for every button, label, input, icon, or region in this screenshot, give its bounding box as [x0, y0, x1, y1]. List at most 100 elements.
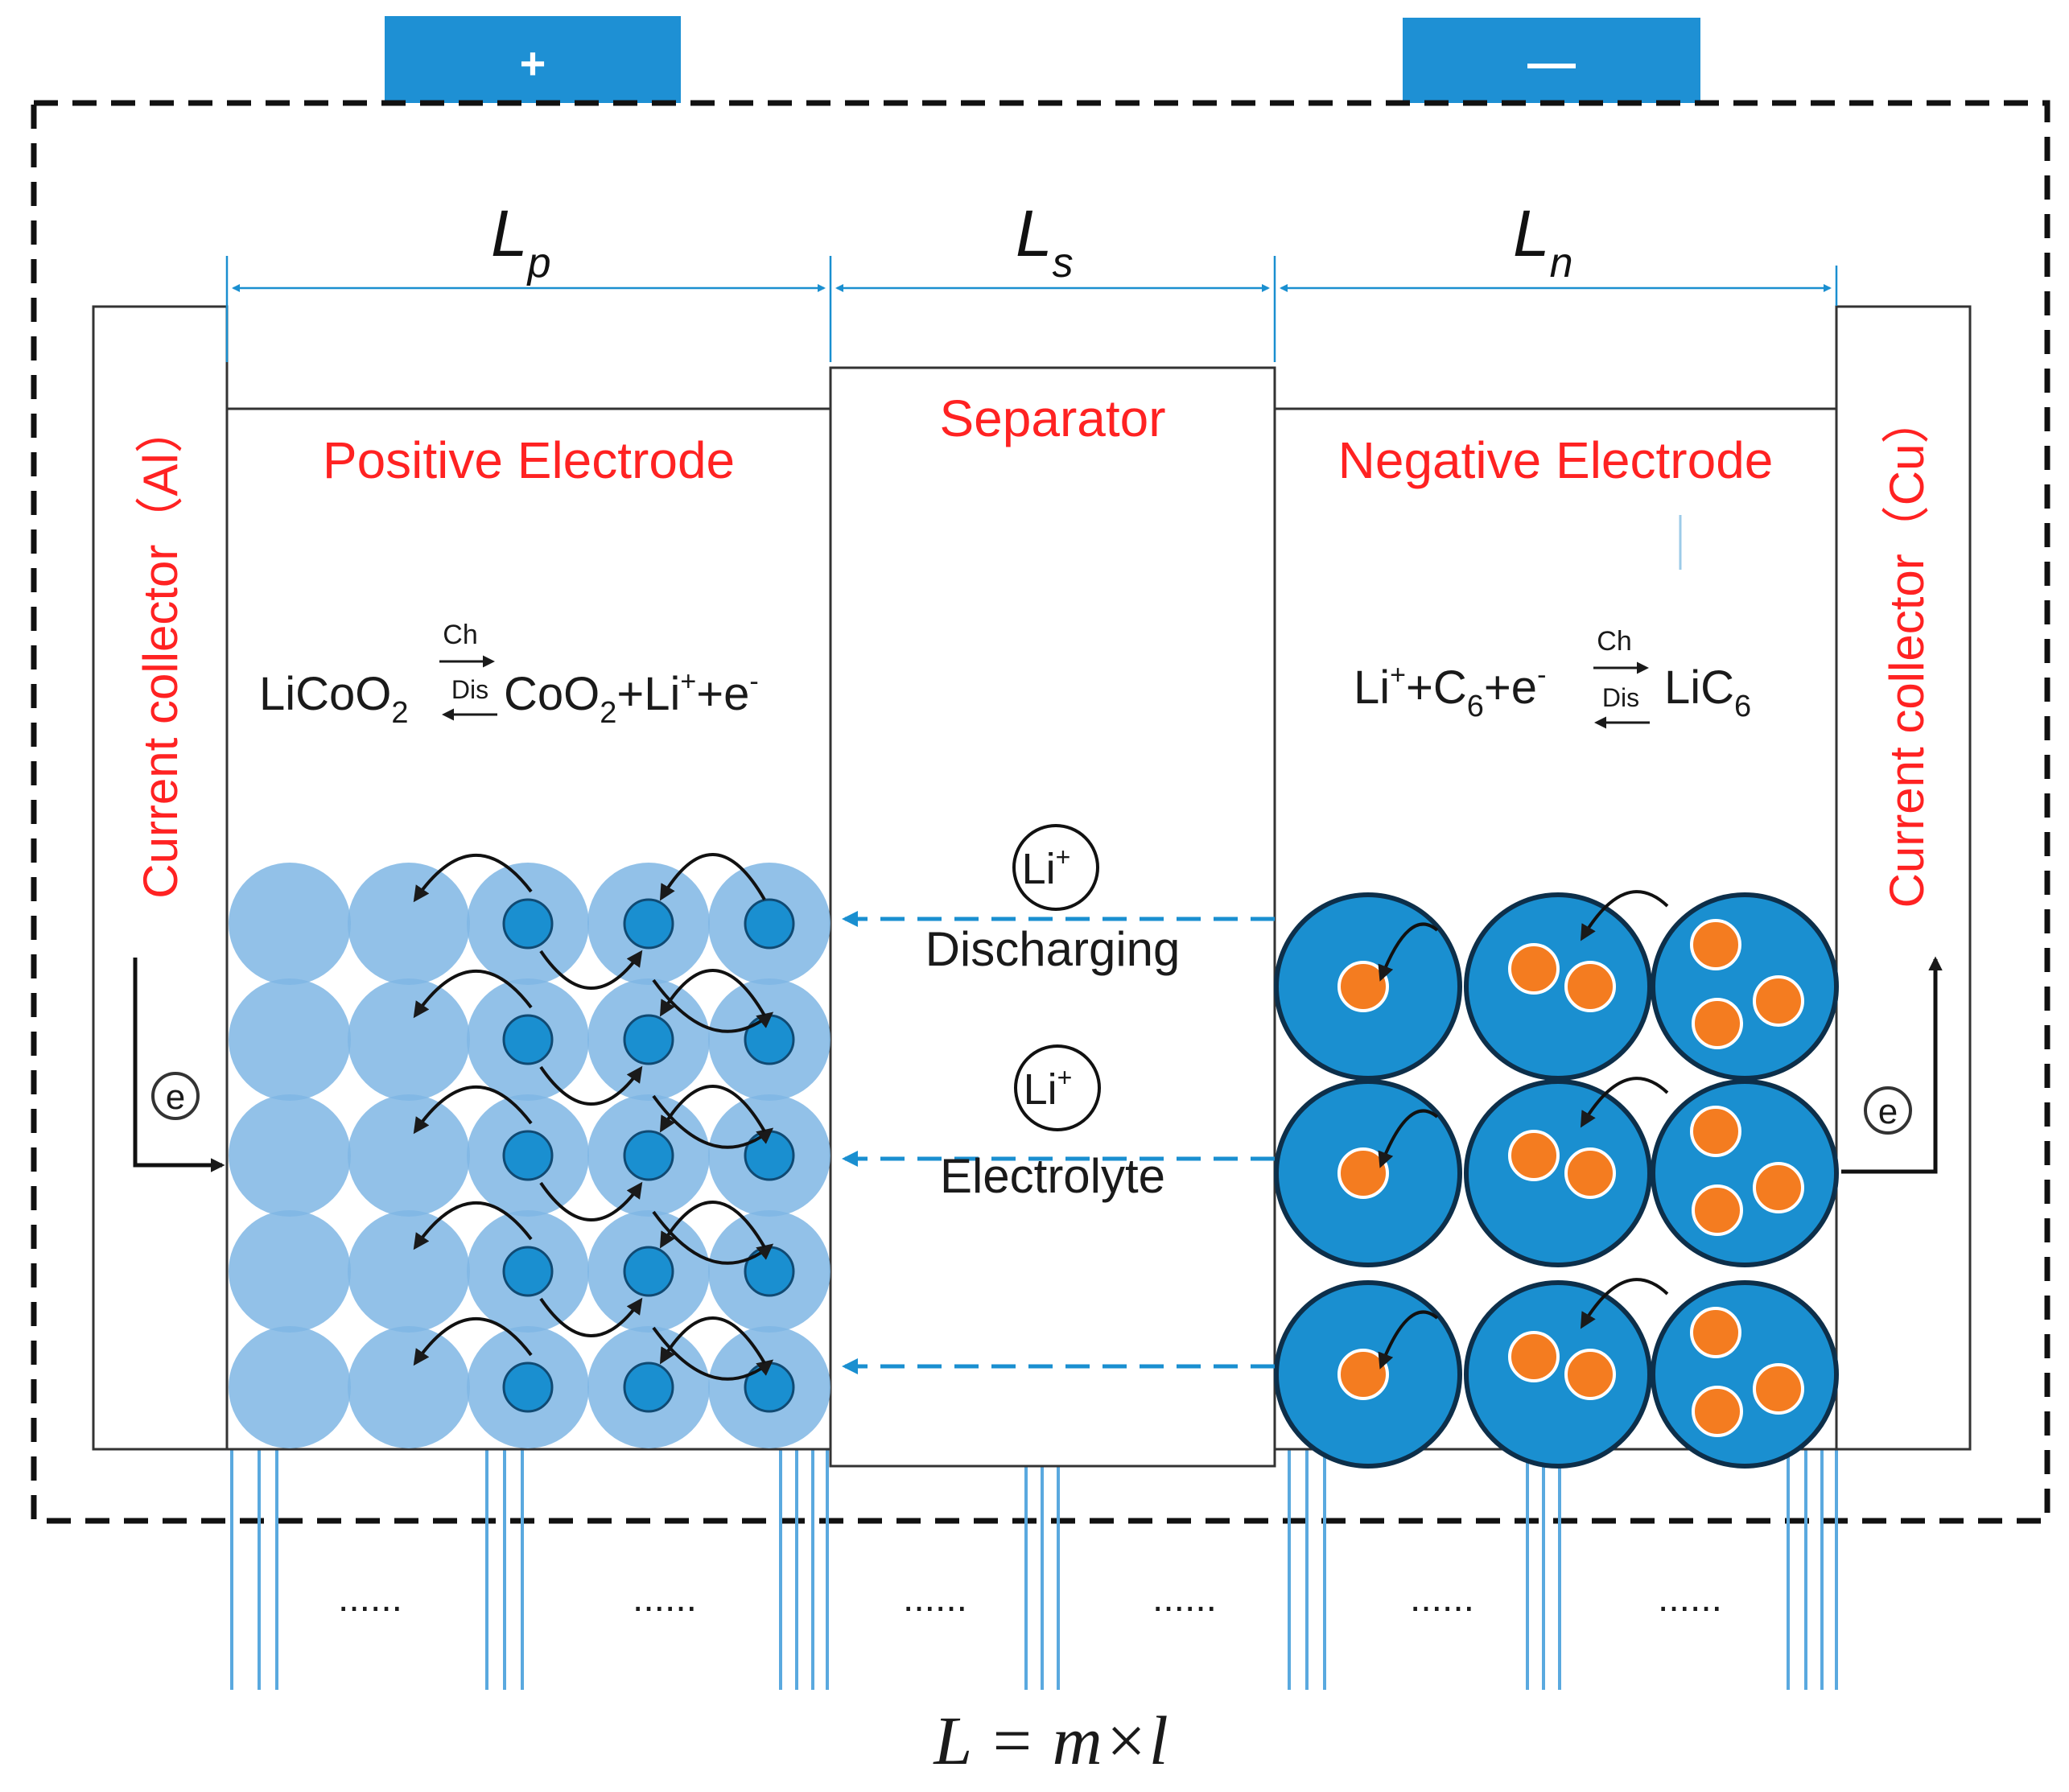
li-ion-label-top: Li+: [1022, 842, 1071, 893]
hop-arrow: [1378, 922, 1439, 982]
dimension-lp: Lp: [491, 197, 551, 286]
lithium-ion-dot: [744, 1130, 795, 1181]
ellipsis-2: ......: [633, 1577, 697, 1620]
lithium-dot: [1337, 961, 1389, 1012]
lithium-dot: [1753, 975, 1804, 1027]
left-collector-label: Current collector（Al）: [134, 405, 188, 899]
anode-particle: [1464, 1079, 1652, 1267]
lithium-dot: [1564, 1147, 1616, 1199]
negative-reaction-charge-label: Ch: [1597, 626, 1631, 657]
positive-terminal: [385, 16, 681, 103]
anode-particle: [1651, 892, 1839, 1081]
right-collector-label: Current collector（Cu）: [1880, 396, 1934, 908]
positive-terminal-label: +: [520, 38, 546, 89]
dashed-boundary: [31, 100, 2050, 1524]
positive-reaction-left: LiCoO2: [259, 668, 409, 730]
lithium-dot: [1508, 1130, 1560, 1181]
hop-arrow: [652, 978, 774, 1033]
lithium-ion-dot: [623, 1014, 674, 1065]
hop-arrow: [539, 950, 643, 990]
negative-reaction-right: LiC6: [1664, 661, 1751, 723]
hop-arrow: [539, 1065, 643, 1106]
right-electron-label: e: [1878, 1092, 1898, 1131]
li-ion-badge-bottom: [1014, 1044, 1101, 1131]
cathode-particle: [348, 863, 470, 985]
dimension-ln: Ln: [1513, 197, 1573, 286]
lithium-dot: [1564, 1349, 1616, 1400]
dimension-ls: Ls: [1016, 197, 1074, 286]
lithium-ion-dot: [744, 1014, 795, 1065]
ellipsis-4: ......: [1152, 1577, 1217, 1620]
negative-particles: [1274, 892, 1839, 1469]
ellipsis-6: ......: [1658, 1577, 1722, 1620]
ellipsis-3: ......: [903, 1577, 967, 1620]
negative-terminal-label: —: [1527, 35, 1576, 89]
li-ion-badge-top: [1012, 824, 1099, 911]
cathode-particle: [229, 1326, 351, 1448]
lithium-ion-dot: [623, 1246, 674, 1297]
cathode-particle: [348, 1094, 470, 1217]
lithium-ion-dot: [744, 1246, 795, 1297]
lithium-dot: [1508, 1331, 1560, 1382]
anode-particle: [1651, 1079, 1839, 1267]
hop-arrow: [652, 1210, 774, 1265]
hop-arrow: [539, 1181, 643, 1221]
negative-reaction-left: Li++C6+e-: [1354, 660, 1546, 723]
lithium-ion-dot: [502, 898, 554, 950]
length-formula: L = m×l: [932, 1702, 1168, 1779]
lithium-ion-dot: [623, 898, 674, 950]
lithium-ion-dot: [502, 1130, 554, 1181]
hop-arrow: [659, 853, 766, 901]
lithium-dot: [1753, 1162, 1804, 1213]
dimension-lines: [225, 256, 1838, 362]
right-current-collector: [1835, 305, 1972, 1451]
right-electron-badge: [1864, 1086, 1912, 1135]
hop-arrow: [1580, 890, 1669, 941]
positive-reaction-charge-label: Ch: [443, 620, 477, 650]
ellipsis-1: ......: [338, 1577, 402, 1620]
hop-arrow: [652, 1326, 774, 1381]
positive-electrode-title: Positive Electrode: [323, 431, 735, 489]
hop-arrow: [413, 1201, 533, 1250]
lithium-ion-dot: [623, 1130, 674, 1181]
hop-arrow: [1580, 1278, 1669, 1329]
cathode-particle: [348, 1326, 470, 1448]
lithium-dot: [1692, 1184, 1743, 1236]
positive-particles: [229, 863, 830, 1448]
lithium-ion-dot: [502, 1362, 554, 1413]
hop-arrow: [413, 1085, 533, 1135]
lithium-dot: [1690, 1307, 1741, 1358]
cathode-particle: [348, 1210, 470, 1333]
lithium-dot: [1692, 1386, 1743, 1437]
right-electron-path: [1841, 956, 1943, 1174]
lithium-dot: [1690, 1106, 1741, 1157]
lithium-dot: [1690, 919, 1741, 970]
hop-arrow: [413, 1316, 533, 1366]
lithium-dot: [1337, 1349, 1389, 1400]
positive-reaction-discharge-label: Dis: [451, 675, 488, 704]
lithium-ion-dot: [502, 1246, 554, 1297]
negative-electrode-title: Negative Electrode: [1338, 431, 1774, 489]
negative-reaction-discharge-label: Dis: [1602, 683, 1639, 712]
hop-arrow: [659, 1085, 766, 1133]
separator-title: Separator: [939, 389, 1165, 447]
anode-particle: [1651, 1280, 1839, 1469]
hop-arrow: [659, 1201, 766, 1249]
anode-particle: [1464, 892, 1652, 1081]
hop-arrow: [539, 1297, 643, 1337]
anode-particle: [1464, 1280, 1652, 1469]
electrolyte-label: Electrolyte: [940, 1149, 1165, 1203]
left-electron-badge: [151, 1072, 200, 1120]
hop-arrow: [1580, 1077, 1669, 1128]
lithium-dot: [1753, 1363, 1804, 1415]
lithium-ion-dot: [623, 1362, 674, 1413]
hop-arrow: [1378, 1109, 1439, 1168]
hop-arrow: [659, 969, 766, 1017]
cathode-particle: [229, 978, 351, 1101]
discretization-lines: [230, 1440, 1838, 1690]
lithium-ion-dot: [502, 1014, 554, 1065]
intercalation-arrows: [413, 853, 1669, 1381]
lithium-dot: [1337, 1147, 1389, 1199]
lithium-dot: [1692, 998, 1743, 1049]
